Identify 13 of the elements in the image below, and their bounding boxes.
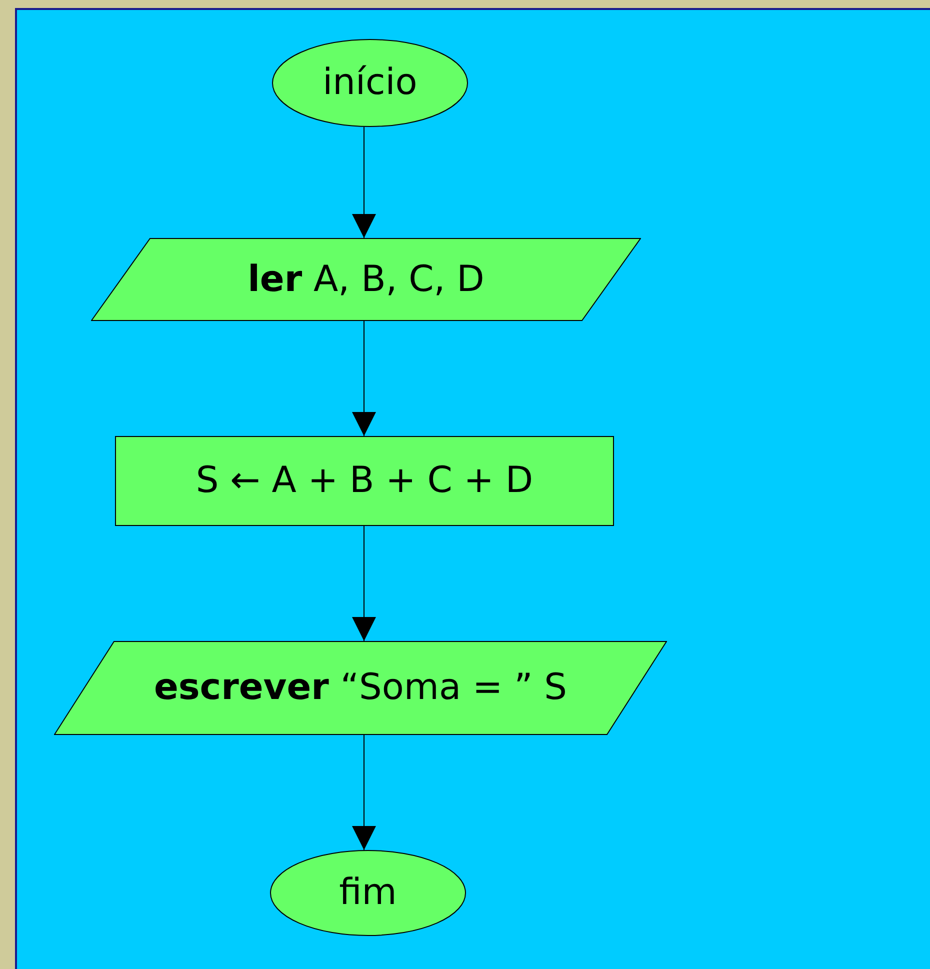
terminal-ellipse xyxy=(270,850,466,936)
arrow xyxy=(352,526,376,642)
arrow xyxy=(352,734,376,850)
terminal-ellipse xyxy=(272,39,468,127)
node-label: S ← A + B + C + D xyxy=(196,463,534,499)
output-parallelogram xyxy=(54,641,667,735)
arrow xyxy=(352,126,376,238)
node-label: ler A, B, C, D xyxy=(248,262,484,298)
node-label: escrever “Soma = ” S xyxy=(154,670,568,706)
process-box xyxy=(115,436,614,526)
arrow xyxy=(352,320,376,436)
node-label: início xyxy=(322,65,418,101)
node-label: fim xyxy=(339,875,397,911)
